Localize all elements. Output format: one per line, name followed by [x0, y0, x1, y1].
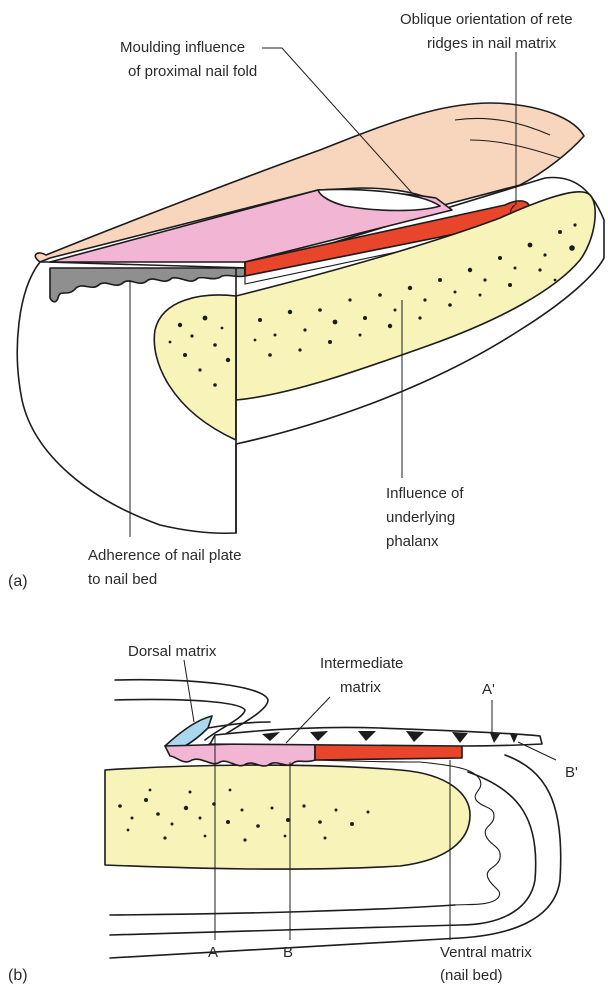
panel-b-tag: (b): [8, 967, 28, 984]
label-adherence-line2: to nail bed: [88, 571, 157, 588]
label-ventral-line1: Ventral matrix: [440, 944, 532, 961]
label-b: B: [283, 944, 293, 961]
label-oblique-line2: ridges in nail matrix: [427, 35, 557, 52]
label-ventral-line2: (nail bed): [440, 967, 503, 984]
dorsal-matrix: [165, 716, 212, 746]
label-dorsal-matrix: Dorsal matrix: [128, 643, 217, 660]
phalanx-bone-b: [105, 765, 470, 869]
label-intermediate-line2: matrix: [340, 679, 381, 696]
label-intermediate-line1: Intermediate: [320, 655, 403, 672]
label-phalanx-line1: Influence of: [386, 485, 464, 502]
label-a: A: [208, 944, 218, 961]
label-b-prime: B': [565, 764, 578, 781]
panel-a-tag: (a): [8, 573, 28, 590]
label-a-prime: A': [482, 681, 495, 698]
label-adherence-line1: Adherence of nail plate: [88, 547, 241, 564]
intermediate-matrix: [165, 742, 315, 766]
label-moulding-line1: Moulding influence: [120, 39, 245, 56]
label-oblique-line1: Oblique orientation of rete: [400, 11, 573, 28]
label-phalanx-line2: underlying: [386, 509, 455, 526]
label-moulding-line2: of proximal nail fold: [128, 63, 257, 80]
label-phalanx-line3: phalanx: [386, 533, 439, 550]
